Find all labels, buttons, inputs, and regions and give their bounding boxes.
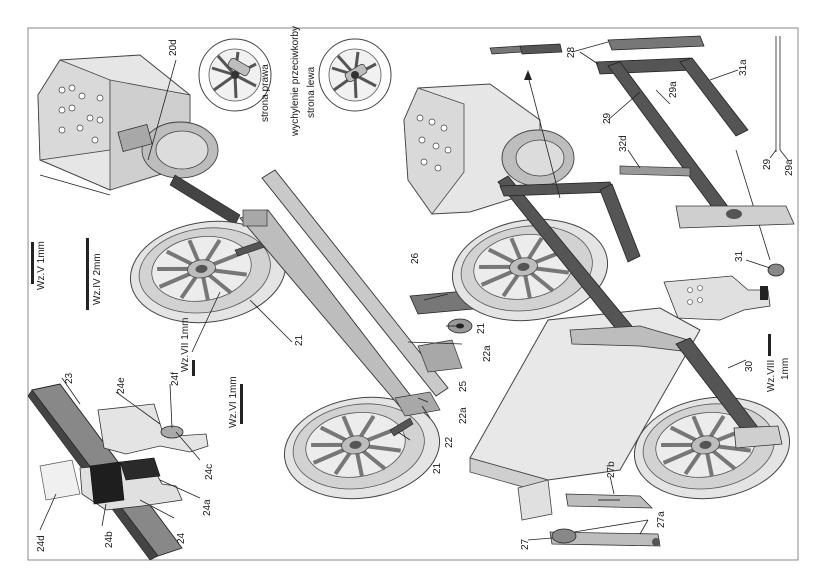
part-31-nut bbox=[767, 263, 785, 277]
label-25: 25 bbox=[458, 380, 469, 392]
label-24: 24 bbox=[176, 532, 187, 544]
note-deflection: wychylenie przeciwkorby bbox=[290, 26, 301, 137]
label-22a-top: 22a bbox=[482, 345, 493, 362]
part-27a-boss bbox=[551, 528, 577, 544]
part-31a-bar bbox=[679, 57, 749, 137]
label-24e: 24e bbox=[116, 377, 127, 394]
label-20d: 20d bbox=[168, 39, 179, 56]
label-31a: 31a bbox=[738, 59, 749, 76]
scale-wz-iv: Wz.IV 2mm bbox=[92, 253, 103, 305]
driving-wheel-right-upper bbox=[443, 207, 617, 333]
label-24c: 24c bbox=[204, 464, 215, 480]
label-24a: 24a bbox=[202, 499, 213, 516]
label-28: 28 bbox=[566, 46, 577, 58]
label-22a-bottom: 22a bbox=[458, 407, 469, 424]
label-31: 31 bbox=[734, 250, 745, 262]
scale-bar-wz-v bbox=[31, 242, 34, 284]
part-24d-tab bbox=[39, 459, 81, 501]
scale-wz-viii-unit: 1mm bbox=[780, 358, 791, 380]
part-28-pin bbox=[489, 45, 523, 55]
note-left-side: strona lewa bbox=[306, 66, 317, 118]
part-27 bbox=[549, 531, 661, 547]
label-24b: 24b bbox=[104, 531, 115, 548]
wheel-detail-right bbox=[198, 38, 272, 112]
rod-end-22-top bbox=[242, 209, 268, 227]
part-27b bbox=[565, 493, 653, 509]
label-27: 27 bbox=[520, 538, 531, 550]
label-24f: 24f bbox=[170, 372, 181, 386]
scale-bar-wz-iv bbox=[86, 238, 89, 310]
part-30-plate bbox=[663, 275, 771, 321]
scale-bar-wz-viii bbox=[768, 334, 771, 356]
label-29a: 29a bbox=[668, 81, 679, 98]
part-24b-block bbox=[89, 461, 125, 505]
label-30: 30 bbox=[744, 360, 755, 372]
rod-end-22a-upper bbox=[417, 339, 463, 373]
label-27a: 27a bbox=[656, 511, 667, 528]
part-28-link bbox=[607, 35, 705, 51]
scale-wz-vii: Wz.VII 1mm bbox=[180, 318, 191, 372]
label-29a-side: 29a bbox=[784, 159, 795, 176]
label-29: 29 bbox=[602, 112, 613, 124]
label-29-side: 29 bbox=[762, 158, 773, 170]
leader-lines bbox=[39, 41, 771, 541]
wheel-detail-left bbox=[318, 38, 392, 112]
scale-bar-wz-vii bbox=[192, 360, 195, 376]
label-24d: 24d bbox=[36, 535, 47, 552]
label-22: 22 bbox=[444, 436, 455, 448]
label-23: 23 bbox=[64, 372, 75, 384]
sheet-border bbox=[27, 27, 799, 561]
scale-bar-wz-vi bbox=[240, 384, 243, 424]
label-21-upper: 21 bbox=[294, 334, 305, 346]
coupling-rod-25 bbox=[261, 169, 449, 397]
label-27b: 27b bbox=[606, 461, 617, 478]
scale-wz-vi: Wz.VI 1mm bbox=[228, 376, 239, 428]
cylinder-block-left bbox=[37, 54, 241, 226]
scale-wz-v: Wz.V 1mm bbox=[36, 241, 47, 290]
label-21-washer: 21 bbox=[476, 322, 487, 334]
scale-wz-viii: Wz.VIII bbox=[766, 360, 777, 392]
axle-stub-lower bbox=[389, 417, 414, 437]
part-24e-plate bbox=[97, 403, 209, 455]
part-31-bolt bbox=[760, 286, 768, 300]
label-32d: 32d bbox=[618, 135, 629, 152]
note-right-side: strona prawa bbox=[260, 64, 271, 122]
rod-end-22a-lower bbox=[394, 391, 441, 417]
cylinder-block-right bbox=[403, 83, 575, 215]
part-32d-link bbox=[619, 165, 691, 177]
label-21-lower: 21 bbox=[432, 462, 443, 474]
label-26: 26 bbox=[410, 252, 421, 264]
